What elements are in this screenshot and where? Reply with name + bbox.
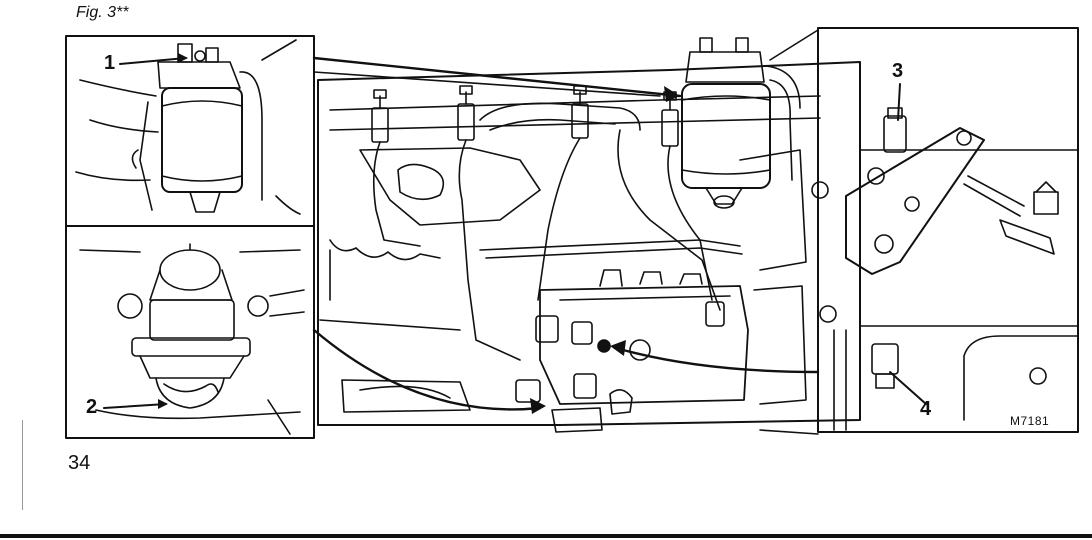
- injector-3: [571, 85, 589, 139]
- callout-1-leader: [119, 57, 187, 65]
- callout-1-arrowhead: [178, 53, 188, 63]
- inset-governor-detail: [833, 107, 1079, 431]
- left-margin-rule: [22, 420, 23, 510]
- arrowhead-pump-bleed: [610, 340, 626, 356]
- inset-right-frame: [817, 27, 1079, 433]
- inset-bottom-left-frame: [65, 225, 315, 439]
- injector-2: [457, 85, 475, 141]
- connector-bottom-left-to-pump: [312, 328, 542, 411]
- callout-2-leader: [103, 403, 167, 409]
- callout-3-leader: [897, 83, 901, 121]
- callout-2: 2: [86, 396, 98, 418]
- fig-title: Fig. 3**: [76, 4, 129, 21]
- arrowhead-filter: [664, 86, 680, 102]
- injector-1: [371, 89, 389, 143]
- page-number: 34: [68, 452, 91, 474]
- inset-filter-detail: [75, 39, 301, 215]
- bottom-rule: [0, 534, 1092, 538]
- main-view-fuel-filter: [681, 37, 801, 209]
- connector-top-left-to-filter: [312, 56, 682, 98]
- callout-4: 4: [920, 398, 932, 420]
- arrowhead-pump-lower: [530, 398, 546, 414]
- connector-right-bottom: [759, 429, 819, 435]
- callout-1: 1: [104, 52, 116, 74]
- connector-top-left-to-filter-lower: [313, 71, 661, 97]
- inset-lift-pump: [79, 243, 305, 435]
- connector-right-to-pump: [614, 346, 820, 374]
- callout-2-arrowhead: [158, 399, 168, 409]
- injection-pump: [515, 269, 749, 433]
- connector-top-right: [769, 29, 819, 61]
- main-engine-drawing: [317, 37, 861, 433]
- callout-3: 3: [892, 60, 904, 82]
- callout-4-leader: [889, 371, 927, 405]
- reference-code: M7181: [1010, 414, 1050, 428]
